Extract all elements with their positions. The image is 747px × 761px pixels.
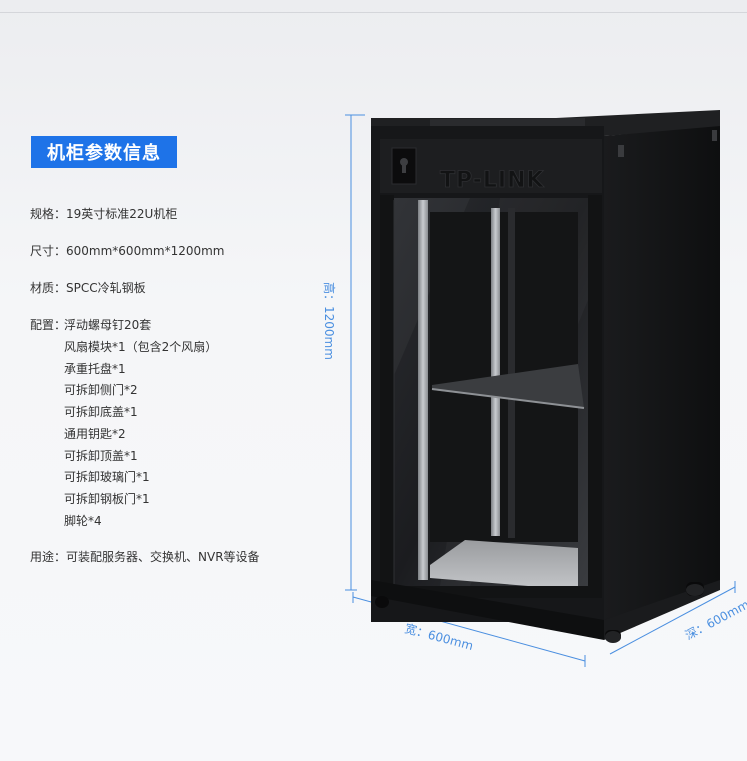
- config-item: 可拆卸底盖*1: [64, 405, 138, 419]
- config-item: 浮动螺母钉20套: [64, 318, 152, 332]
- spec-value: 19英寸标准22U机柜: [66, 207, 178, 221]
- spec-label: 用途：: [30, 550, 67, 564]
- mounting-rail-left: [418, 200, 428, 580]
- spec-label: 尺寸：: [30, 244, 67, 258]
- config-item: 可拆卸钢板门*1: [64, 492, 150, 506]
- config-label: 配置：: [30, 318, 67, 332]
- caster-wheels: [375, 582, 704, 643]
- spec-value: 可装配服务器、交换机、NVR等设备: [66, 550, 260, 564]
- spec-label: 材质：: [30, 281, 67, 295]
- config-item: 风扇模块*1（包含2个风扇）: [64, 340, 218, 354]
- cabinet-base: [371, 580, 604, 640]
- lock-icon: [391, 147, 417, 185]
- spec-dimensions: 尺寸：600mm*600mm*1200mm: [30, 242, 225, 259]
- height-dimension-label: 高：1200mm: [322, 282, 337, 360]
- width-dimension-label: 宽：600mm: [403, 620, 475, 653]
- brand-logo: TP-LINK: [440, 168, 545, 193]
- config-item: 脚轮*4: [64, 514, 102, 528]
- cabinet-floor: [430, 540, 578, 590]
- config-item: 可拆卸玻璃门*1: [64, 470, 150, 484]
- shelf-tray: [432, 364, 584, 408]
- spec-value: 600mm*600mm*1200mm: [66, 244, 225, 258]
- spec-usage: 用途：可装配服务器、交换机、NVR等设备: [30, 548, 260, 565]
- section-title: 机柜参数信息: [31, 136, 177, 168]
- spec-label: 规格：: [30, 207, 67, 221]
- config-item: 承重托盘*1: [64, 362, 126, 376]
- cabinet-side-panel: [604, 126, 720, 626]
- config-item: 通用钥匙*2: [64, 427, 126, 441]
- top-divider: [0, 12, 747, 13]
- spec-value: SPCC冷轧钢板: [66, 281, 146, 295]
- config-item: 可拆卸侧门*2: [64, 383, 138, 397]
- config-item: 可拆卸顶盖*1: [64, 449, 138, 463]
- spec-material: 材质：SPCC冷轧钢板: [30, 279, 146, 296]
- mounting-rail-right: [491, 208, 500, 536]
- depth-dimension-label: 深：600mm: [683, 597, 747, 642]
- spec-size-standard: 规格：19英寸标准22U机柜: [30, 205, 177, 222]
- cabinet-header-bar: [380, 139, 602, 193]
